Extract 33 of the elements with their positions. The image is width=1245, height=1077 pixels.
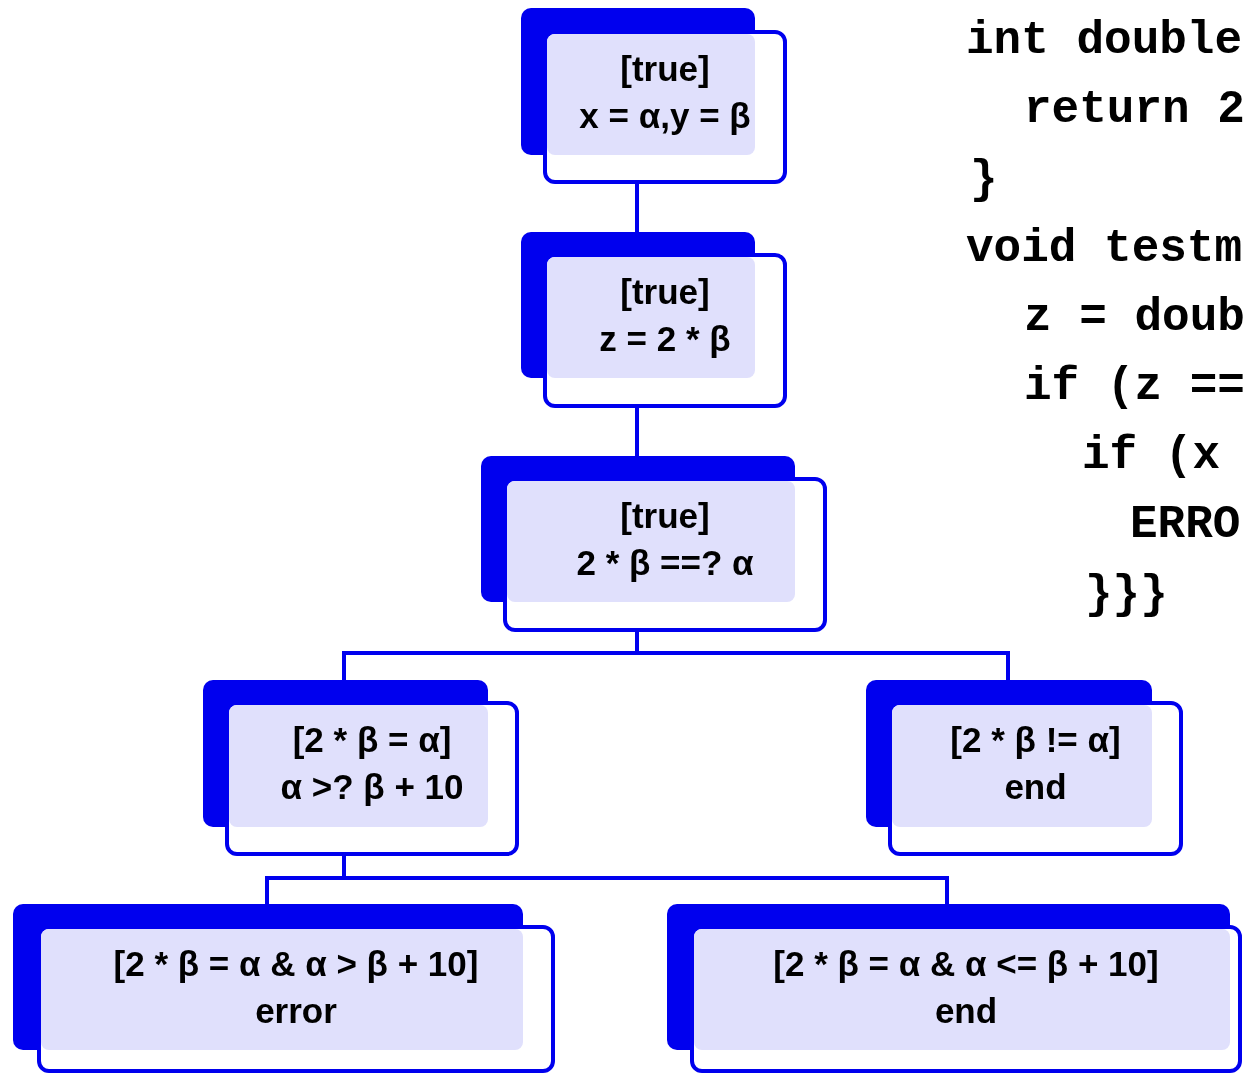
code-line: int double — [966, 18, 1243, 64]
code-line: if (z == — [1024, 364, 1245, 410]
node-text: z = 2 * β — [599, 317, 731, 360]
connector-line — [635, 406, 639, 456]
node-text: end — [934, 989, 998, 1032]
process-box — [667, 904, 1242, 1073]
code-line: } — [970, 157, 998, 203]
code-line: z = doub — [1024, 295, 1245, 341]
process-box — [203, 680, 519, 856]
connector-line — [635, 182, 639, 232]
code-line: if (x — [1082, 433, 1221, 479]
code-line: }}} — [1085, 572, 1168, 618]
node-text: x = α,y = β — [579, 94, 751, 137]
node-text: [true] — [620, 270, 710, 313]
process-box — [481, 456, 827, 632]
node-text: [2 * β != α] — [950, 719, 1121, 762]
node-text: [true] — [620, 494, 710, 537]
code-line: return 2 — [1024, 87, 1245, 133]
code-line: void testm — [966, 226, 1243, 272]
process-box — [866, 680, 1183, 856]
node-text: [2 * β = α & α <= β + 10] — [773, 942, 1159, 985]
node-text: [2 * β = α & α > β + 10] — [113, 942, 479, 985]
node-text: [true] — [620, 47, 710, 90]
process-box — [521, 232, 787, 408]
node-text: error — [255, 989, 337, 1032]
process-box — [521, 8, 787, 184]
node-text: 2 * β ==? α — [576, 541, 754, 584]
node-text: α >? β + 10 — [280, 766, 464, 808]
node-text: [2 * β = α] — [292, 719, 452, 762]
node-text: end — [1004, 766, 1067, 808]
connector-line — [635, 630, 1010, 680]
process-box — [13, 904, 555, 1073]
code-line: ERRO — [1130, 502, 1241, 548]
